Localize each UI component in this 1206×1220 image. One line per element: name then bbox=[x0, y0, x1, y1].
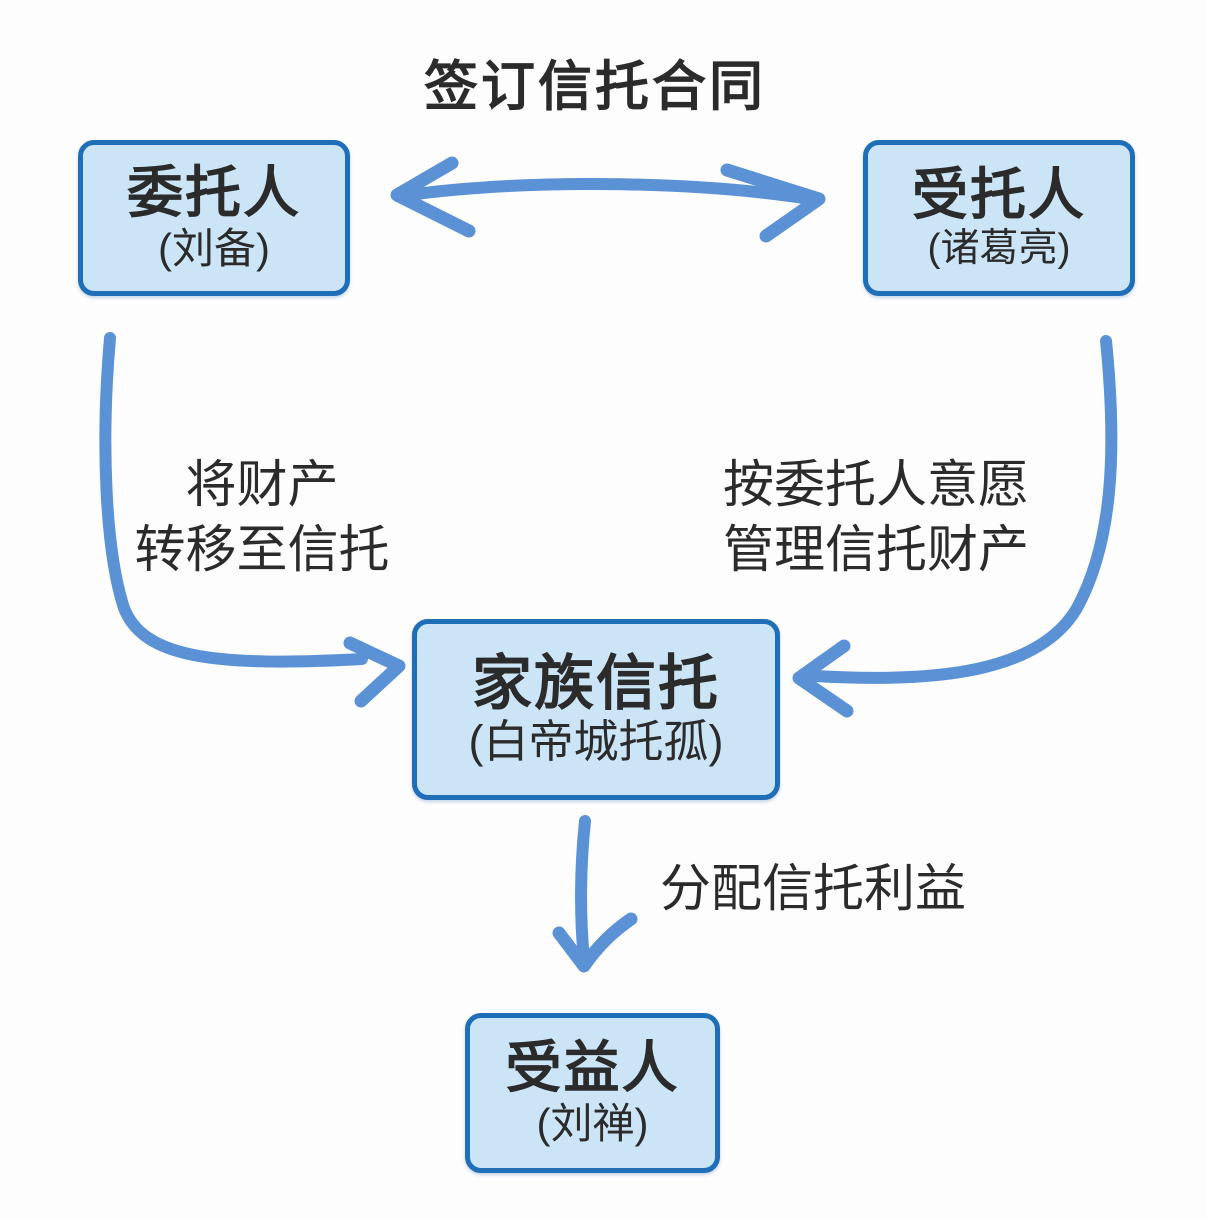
manage-label-line1: 按委托人意愿 bbox=[722, 456, 1029, 513]
beneficiary-subtitle: (刘禅) bbox=[536, 1099, 649, 1147]
trustee-title: 受托人 bbox=[912, 162, 1086, 226]
distribute-label: 分配信托利益 bbox=[660, 860, 967, 917]
node-trustee: 受托人 (诸葛亮) bbox=[863, 140, 1135, 296]
node-beneficiary: 受益人 (刘禅) bbox=[465, 1013, 720, 1173]
manage-label-line2: 管理信托财产 bbox=[722, 521, 1029, 579]
settlor-subtitle: (刘备) bbox=[158, 224, 270, 272]
manage-label: 按委托人意愿 管理信托财产 bbox=[676, 452, 1076, 583]
transfer-label-line2: 转移至信托 bbox=[134, 521, 390, 579]
sign-contract-label: 签订信托合同 bbox=[424, 57, 766, 117]
beneficiary-title: 受益人 bbox=[505, 1036, 680, 1100]
node-trust: 家族信托 (白帝城托孤) bbox=[412, 619, 780, 800]
sign-contract-arrow bbox=[390, 156, 826, 243]
transfer-label: 将财产 转移至信托 bbox=[112, 452, 412, 583]
transfer-label-line1: 将财产 bbox=[185, 456, 339, 513]
node-settlor: 委托人 (刘备) bbox=[78, 140, 350, 296]
trustee-subtitle: (诸葛亮) bbox=[927, 226, 1071, 270]
trust-subtitle: (白帝城托孤) bbox=[468, 715, 724, 767]
trust-title: 家族信托 bbox=[472, 649, 720, 717]
distribute-arrow bbox=[552, 815, 638, 973]
settlor-title: 委托人 bbox=[127, 161, 301, 225]
